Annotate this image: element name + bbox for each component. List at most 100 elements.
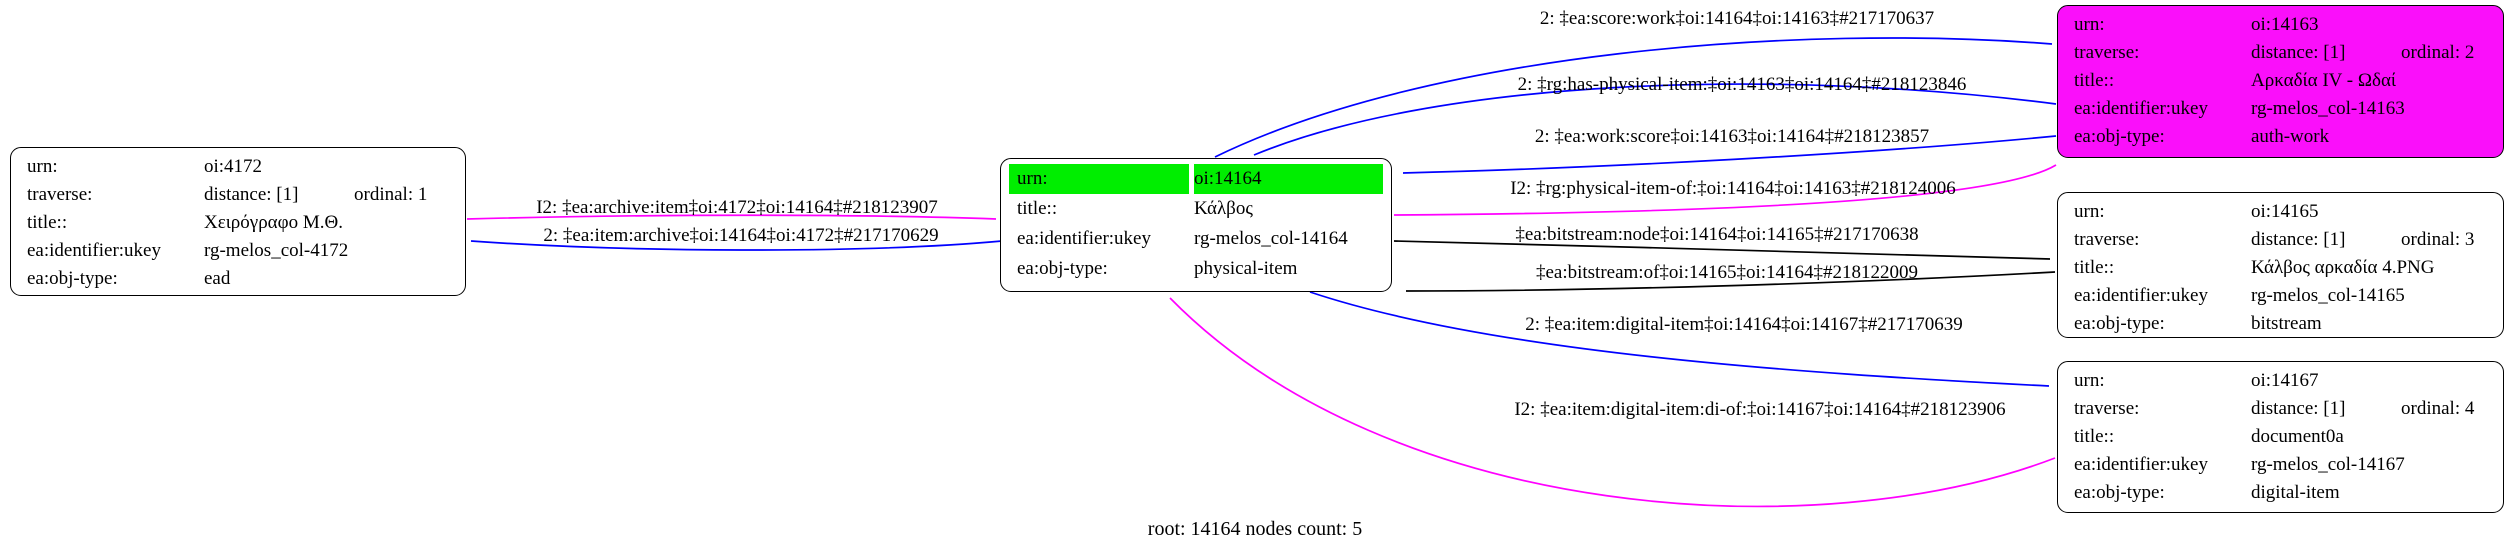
field-row-traverse: traverse: distance: [1] ordinal: 3: [2066, 226, 2495, 254]
identifier-value: rg-melos_col-14165: [2251, 285, 2405, 306]
urn-label: urn:: [27, 156, 58, 177]
identifier-label: ea:identifier:ukey: [1017, 228, 1151, 249]
traverse-value: distance: [1] ordinal: 1: [204, 181, 457, 209]
field-row-obj-type: ea:obj-type: physical-item: [1009, 254, 1383, 284]
title-value: Κάλβος αρκαδία 4.PNG: [2251, 257, 2435, 278]
field-row-title: title:: document0a: [2066, 423, 2495, 451]
field-row-title: title:: Κάλβος αρκαδία 4.PNG: [2066, 254, 2495, 282]
field-row-identifier: ea:identifier:ukey rg-melos_col-4172: [19, 237, 457, 265]
traverse-ordinal: ordinal: 2: [2401, 42, 2475, 63]
field-row-identifier: ea:identifier:ukey rg-melos_col-14165: [2066, 282, 2495, 310]
edge-label-ea-item-archive: 2: ‡ea:item:archive‡oi:14164‡oi:4172‡#21…: [543, 225, 939, 246]
edge-ea-item-digital-item-di-of: [1169, 297, 2056, 508]
field-row-title: title:: Κάλβος: [1009, 194, 1383, 224]
field-row-obj-type: ea:obj-type: auth-work: [2066, 123, 2495, 151]
urn-label: urn:: [1009, 164, 1189, 194]
field-row-urn: urn: oi:14165: [2066, 198, 2495, 226]
urn-value: oi:14164: [1194, 164, 1383, 194]
traverse-distance: distance: [1]: [2251, 42, 2346, 63]
edge-label-ea-item-digital-item: 2: ‡ea:item:digital-item‡oi:14164‡oi:141…: [1525, 314, 1963, 335]
edge-label-ea-item-digital-item-di-of: I2: ‡ea:item:digital-item:di-of:‡oi:1416…: [1514, 399, 2006, 420]
edge-label-rg-physical-item-of: I2: ‡rg:physical-item-of:‡oi:14164‡oi:14…: [1510, 178, 1956, 199]
field-row-urn: urn: oi:4172: [19, 153, 457, 181]
identifier-label: ea:identifier:ukey: [2074, 454, 2208, 475]
traverse-label: traverse:: [2074, 398, 2140, 419]
traverse-value: distance: [1] ordinal: 4: [2251, 395, 2495, 423]
traverse-label: traverse:: [2074, 42, 2140, 63]
graph-caption: root: 14164 nodes count: 5: [1147, 518, 1363, 540]
node-oi-14165: urn: oi:14165 traverse: distance: [1] ord…: [2057, 192, 2504, 338]
obj-type-value: ead: [204, 268, 231, 289]
traverse-label: traverse:: [2074, 229, 2140, 250]
urn-value: oi:4172: [204, 156, 263, 177]
traverse-ordinal: ordinal: 1: [354, 184, 428, 205]
urn-label: urn:: [2074, 201, 2105, 222]
title-value: document0a: [2251, 426, 2344, 447]
edge-ea-bitstream-node: [1393, 240, 2051, 260]
urn-value: oi:14163: [2251, 14, 2319, 35]
identifier-label: ea:identifier:ukey: [2074, 98, 2208, 119]
field-row-title: title:: Αρκαδία IV - Ωδαί: [2066, 67, 2495, 95]
traverse-label: traverse:: [27, 184, 93, 205]
obj-type-value: physical-item: [1194, 258, 1298, 279]
edge-label-ea-bitstream-of: ‡ea:bitstream:of‡oi:14165‡oi:14164‡#2181…: [1535, 262, 1919, 283]
traverse-ordinal: ordinal: 4: [2401, 398, 2475, 419]
edge-rg-has-physical-item: [1253, 83, 2057, 156]
traverse-value: distance: [1] ordinal: 3: [2251, 226, 2495, 254]
edge-ea-item-digital-item: [1309, 291, 2050, 387]
title-label: title::: [2074, 426, 2115, 447]
traverse-ordinal: ordinal: 3: [2401, 229, 2475, 250]
edge-ea-archive-item: [466, 214, 997, 220]
urn-value: oi:14165: [2251, 201, 2319, 222]
obj-type-label: ea:obj-type:: [2074, 313, 2165, 334]
field-row-identifier: ea:identifier:ukey rg-melos_col-14164: [1009, 224, 1383, 254]
obj-type-label: ea:obj-type:: [2074, 482, 2165, 503]
edge-ea-work-score: [1402, 135, 2057, 174]
edge-ea-score-work: [1214, 37, 2053, 158]
edge-label-ea-work-score: 2: ‡ea:work:score‡oi:14163‡oi:14164‡#218…: [1534, 126, 1930, 147]
field-row-obj-type: ea:obj-type: bitstream: [2066, 310, 2495, 338]
obj-type-label: ea:obj-type:: [27, 268, 118, 289]
field-row-identifier: ea:identifier:ukey rg-melos_col-14163: [2066, 95, 2495, 123]
traverse-distance: distance: [1]: [204, 184, 299, 205]
title-label: title::: [27, 212, 68, 233]
node-oi-14167: urn: oi:14167 traverse: distance: [1]ord…: [2057, 361, 2504, 513]
edge-label-ea-archive-item: I2: ‡ea:archive:item‡oi:4172‡oi:14164‡#2…: [536, 197, 938, 218]
field-row-identifier: ea:identifier:ukey rg-melos_col-14167: [2066, 451, 2495, 479]
title-label: title::: [2074, 70, 2115, 91]
field-row-obj-type: ea:obj-type: ead: [19, 265, 457, 293]
edge-rg-physical-item-of: [1393, 164, 2057, 216]
identifier-value: rg-melos_col-14167: [2251, 454, 2405, 475]
title-value: Κάλβος: [1194, 198, 1253, 219]
field-row-traverse: traverse: distance: [1] ordinal: 4: [2066, 395, 2495, 423]
obj-type-value: bitstream: [2251, 313, 2322, 334]
edge-ea-bitstream-of: [1405, 271, 2056, 292]
identifier-value: rg-melos_col-14163: [2251, 98, 2405, 119]
title-value: Χειρόγραφο Μ.Θ.: [204, 212, 343, 233]
edge-label-ea-bitstream-node: ‡ea:bitstream:node‡oi:14164‡oi:14165‡#21…: [1515, 224, 1919, 245]
obj-type-label: ea:obj-type:: [2074, 126, 2165, 147]
obj-type-value: digital-item: [2251, 482, 2340, 503]
identifier-label: ea:identifier:ukey: [27, 240, 161, 261]
title-value: Αρκαδία IV - Ωδαί: [2251, 70, 2397, 91]
traverse-distance: distance: [1]: [2251, 229, 2346, 250]
field-row-urn: urn: oi:14163: [2066, 11, 2495, 39]
identifier-value: rg-melos_col-14164: [1194, 228, 1348, 249]
field-row-urn-highlighted: urn: oi:14164: [1009, 164, 1383, 194]
field-row-traverse: traverse: distance: [1] ordinal: 1: [19, 181, 457, 209]
urn-label: urn:: [2074, 14, 2105, 35]
node-oi-4172: urn: oi:4172 traverse: distance: [1] ordi…: [10, 147, 466, 296]
field-row-obj-type: ea:obj-type: digital-item: [2066, 479, 2495, 507]
edge-label-rg-has-physical-item: 2: ‡rg:has-physical-item:‡oi:14163‡oi:14…: [1517, 74, 1967, 95]
title-label: title::: [2074, 257, 2115, 278]
edge-ea-item-archive: [470, 240, 1003, 251]
edge-label-ea-score-work: 2: ‡ea:score:work‡oi:14164‡oi:14163‡#217…: [1539, 8, 1935, 29]
field-row-title: title:: Χειρόγραφο Μ.Θ.: [19, 209, 457, 237]
urn-label: urn:: [2074, 370, 2105, 391]
traverse-value: distance: [1] ordinal: 2: [2251, 39, 2495, 67]
traverse-distance: distance: [1]: [2251, 398, 2346, 419]
field-row-traverse: traverse: distance: [1] ordinal: 2: [2066, 39, 2495, 67]
title-label: title::: [1017, 198, 1058, 219]
